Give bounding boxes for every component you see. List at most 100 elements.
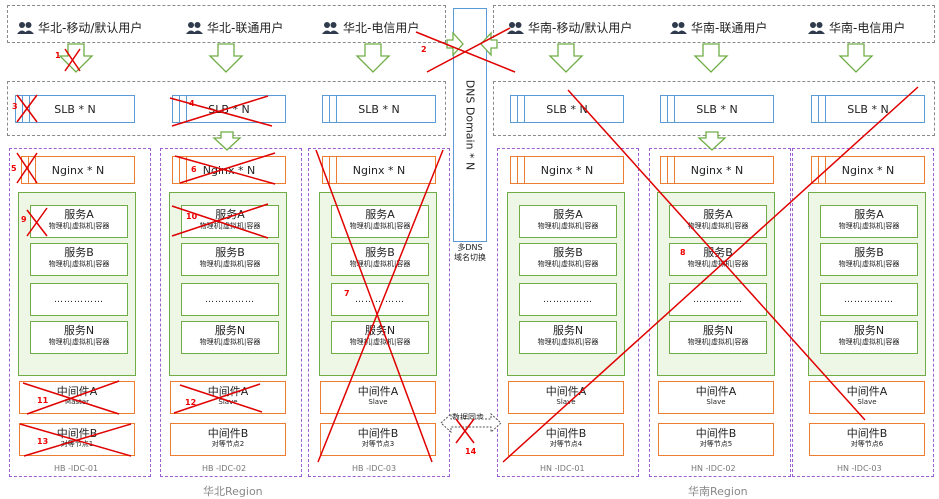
- dns-label: DNS Domain * N: [463, 79, 477, 171]
- idc-label-hb-1: HB -IDC-01: [54, 464, 99, 473]
- service-title: ……………: [693, 294, 743, 305]
- middleware-title: 中间件B: [695, 427, 737, 440]
- middleware-role: Slave: [556, 398, 576, 406]
- user-group-icon: [322, 21, 339, 34]
- user-label: 华北-移动/默认用户: [38, 21, 143, 35]
- failure-number-11: 11: [37, 396, 49, 405]
- service-runtime: 物理机|虚拟机|容器: [349, 338, 411, 346]
- service-title: 服务N: [63, 324, 95, 337]
- service-runtime: 物理机|虚拟机|容器: [838, 222, 900, 230]
- slb-label: SLB * N: [546, 102, 588, 116]
- slb-hn-1: SLB * N: [510, 95, 624, 123]
- failure-number-8: 8: [680, 248, 686, 257]
- failure-number-13: 13: [37, 437, 49, 446]
- idc-hb-3: [308, 148, 450, 477]
- middleware-role: 对等节点5: [699, 440, 733, 448]
- nginx-label: Nginx * N: [202, 163, 256, 177]
- middleware-title: 中间件B: [846, 427, 888, 440]
- user-label: 华北-联通用户: [207, 21, 284, 35]
- dns-switch-line2: 域名切换: [454, 253, 486, 262]
- slb-hn-2: SLB * N: [660, 95, 774, 123]
- service-runtime: 物理机|虚拟机|容器: [687, 260, 749, 268]
- failure-number-12: 12: [185, 398, 197, 407]
- service-runtime: 物理机|虚拟机|容器: [48, 260, 110, 268]
- service-title: 服务B: [553, 246, 583, 259]
- nginx-label: Nginx * N: [690, 163, 744, 177]
- middleware-role: 对等节点2: [211, 440, 245, 448]
- middleware-title: 中间件B: [207, 427, 249, 440]
- user-hn-mobile: 华南-移动/默认用户: [507, 19, 632, 36]
- idc-label-hb-3: HB -IDC-03: [352, 464, 397, 473]
- service-ellipsis: ……………: [30, 283, 128, 316]
- nginx-hn-3: Nginx * N: [811, 156, 925, 184]
- user-label: 华南-移动/默认用户: [528, 21, 633, 35]
- nginx-hb-2: Nginx * N: [172, 156, 286, 184]
- idc-label-hn-2: HN -IDC-02: [691, 464, 736, 473]
- service-runtime: 物理机|虚拟机|容器: [48, 338, 110, 346]
- failure-number-2: 2: [421, 45, 427, 54]
- service-title: 服务A: [703, 208, 733, 221]
- service-ellipsis: ……………: [820, 283, 918, 316]
- service-runtime: 物理机|虚拟机|容器: [838, 260, 900, 268]
- service-runtime: 物理机|虚拟机|容器: [199, 260, 261, 268]
- service-title: ……………: [543, 294, 593, 305]
- failure-number-1: 1: [55, 51, 61, 60]
- region-hn: 华南Region: [688, 485, 748, 498]
- nginx-hb-3: Nginx * N: [322, 156, 436, 184]
- middleware-role: Slave: [368, 398, 388, 406]
- nginx-hn-2: Nginx * N: [660, 156, 774, 184]
- failure-number-14: 14: [465, 447, 477, 456]
- sync-label: 数据同步: [452, 413, 484, 422]
- service-runtime: 物理机|虚拟机|容器: [349, 222, 411, 230]
- user-group-icon: [808, 21, 825, 34]
- dns-domain-box: DNS Domain * N: [453, 8, 487, 242]
- user-group-icon: [670, 21, 687, 34]
- idc-label-hb-2: HB -IDC-02: [202, 464, 247, 473]
- nginx-hb-1: Nginx * N: [21, 156, 135, 184]
- service-runtime: 物理机|虚拟机|容器: [199, 222, 261, 230]
- user-label: 华北-电信用户: [343, 21, 420, 35]
- service-ellipsis: ……………: [181, 283, 279, 316]
- failure-number-10: 10: [186, 212, 198, 221]
- service-runtime: 物理机|虚拟机|容器: [838, 338, 900, 346]
- middleware-title: 中间件B: [545, 427, 587, 440]
- user-group-icon: [17, 21, 34, 34]
- dns-switch-line1: 多DNS: [457, 243, 483, 252]
- service-runtime: 物理机|虚拟机|容器: [349, 260, 411, 268]
- failure-number-3: 3: [12, 102, 18, 111]
- nginx-label: Nginx * N: [352, 163, 406, 177]
- nginx-label: Nginx * N: [540, 163, 594, 177]
- service-ellipsis: ……………: [519, 283, 617, 316]
- middleware-title: 中间件A: [207, 385, 249, 398]
- failure-number-7: 7: [344, 289, 350, 298]
- slb-hb-3: SLB * N: [322, 95, 436, 123]
- slb-label: SLB * N: [208, 102, 250, 116]
- slb-label: SLB * N: [358, 102, 400, 116]
- user-label: 华南-电信用户: [829, 21, 906, 35]
- middleware-role: 对等节点6: [850, 440, 884, 448]
- idc-hb-1: [9, 148, 151, 477]
- failure-number-5: 5: [11, 164, 17, 173]
- middleware-role: Slave: [857, 398, 877, 406]
- middleware-title: 中间件A: [545, 385, 587, 398]
- service-title: 服务A: [553, 208, 583, 221]
- service-title: 服务B: [365, 246, 395, 259]
- middleware-role: 对等节点3: [361, 440, 395, 448]
- user-label: 华南-联通用户: [691, 21, 768, 35]
